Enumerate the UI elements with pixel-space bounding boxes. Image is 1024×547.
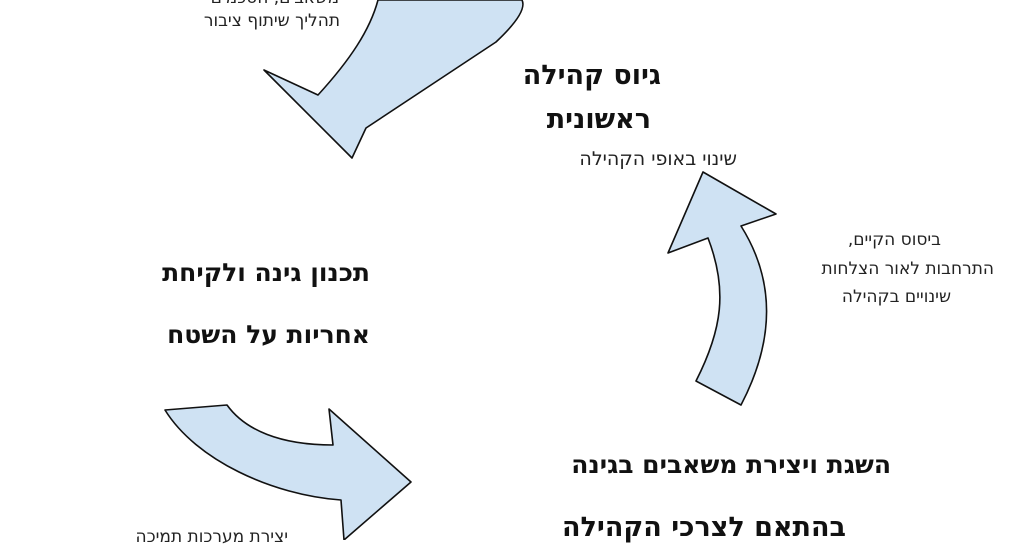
stage-recruit-subtitle: שינוי באופי הקהילה [579, 148, 737, 170]
arrow-right [667, 171, 777, 406]
bottom-left-note: יצירת מערכות תמיכה [135, 527, 288, 547]
stage-recruit-title-line1: גיוס קהילה [522, 60, 661, 91]
stage-recruit-title-line2: ראשונית [546, 104, 651, 135]
stage-plan-line2: אחריות על השטח [167, 320, 370, 349]
top-left-note-line1: משאבים, הסכמים [211, 0, 339, 8]
right-note-line1: ביסוס הקיים, [847, 230, 941, 250]
arrow-bottom [164, 404, 412, 540]
right-note-line2: התרחבות לאור הצלחות [821, 259, 994, 279]
stage-resources-line1: השגת ויצירת משאבים בגינה [571, 450, 891, 479]
stage-resources-line2: בהתאם לצרכי הקהילה [562, 512, 846, 543]
arrow-top [263, 0, 524, 159]
right-note-line3: שינויים בקהילה [841, 287, 951, 307]
stage-plan-line1: תכנון גינה ולקיחת [162, 258, 370, 287]
top-left-note-line2: תהליך שיתוף ציבור [203, 11, 340, 31]
